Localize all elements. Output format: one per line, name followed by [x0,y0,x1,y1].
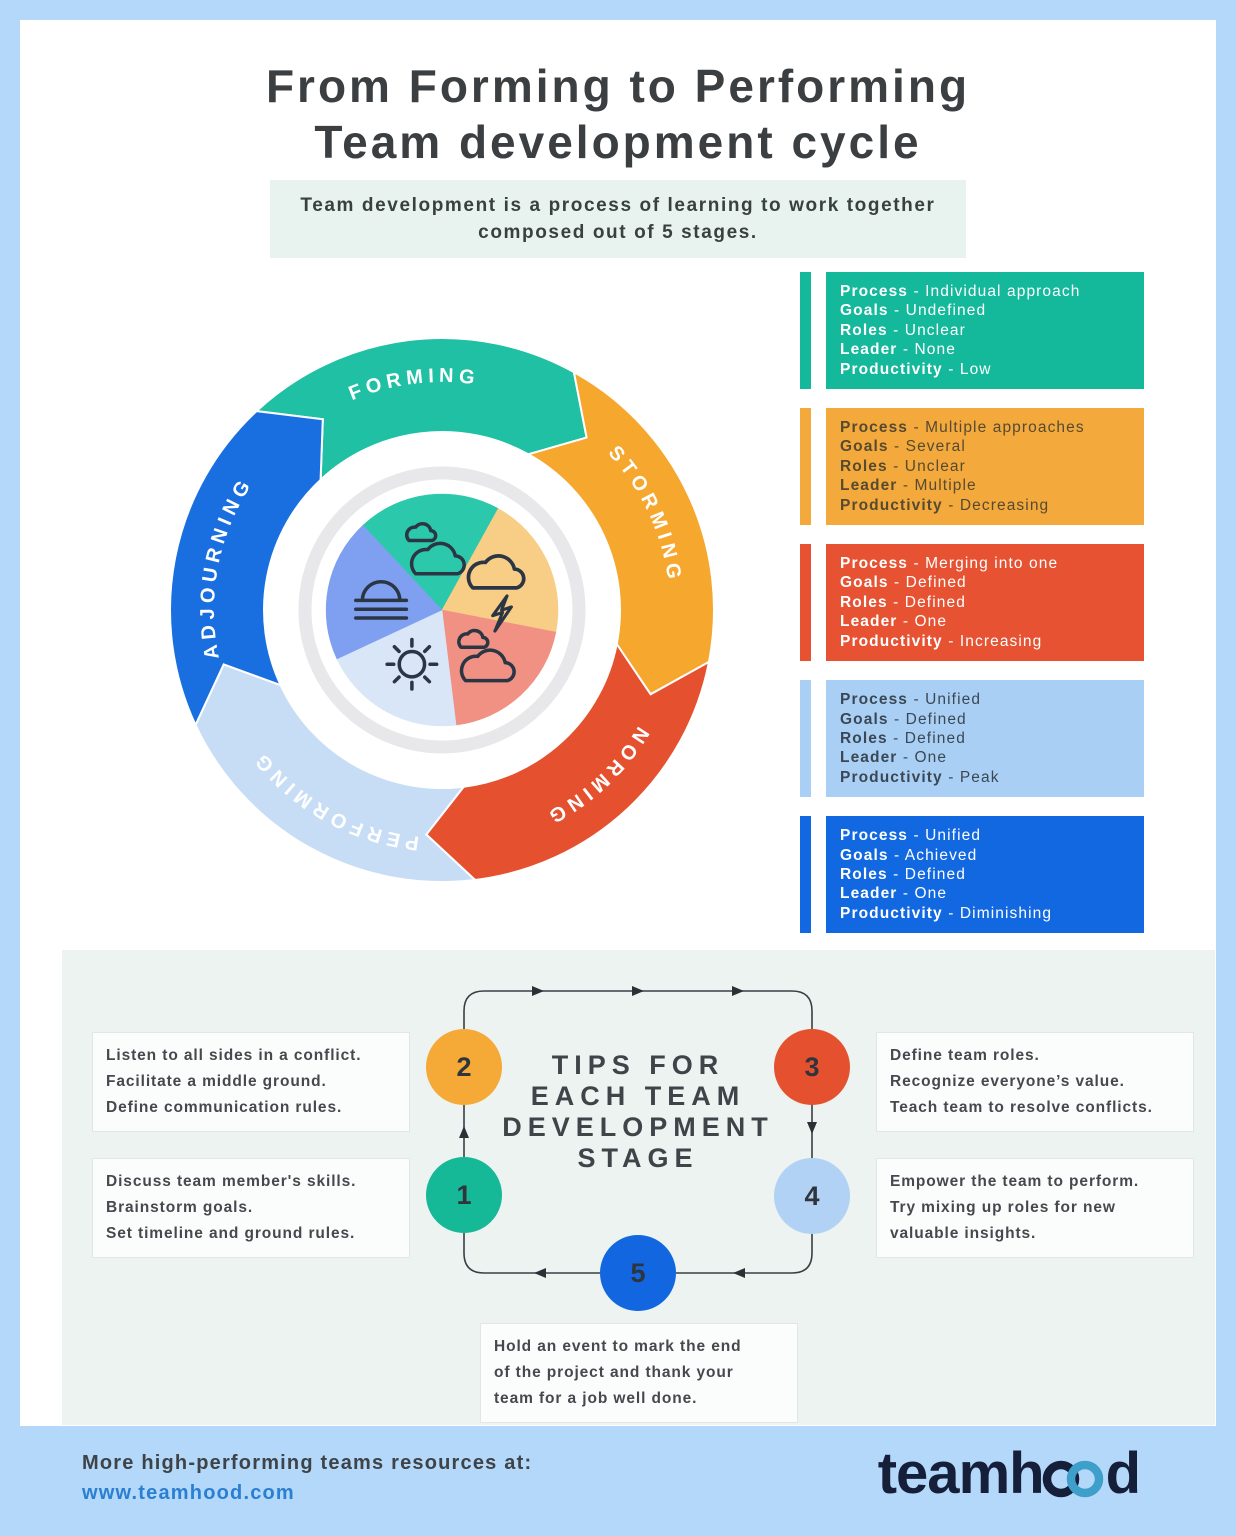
stage-attribute-row: Leader - Multiple [840,477,977,495]
subtitle-band: Team development is a process of learnin… [20,180,1216,258]
tip-number-2: 2 [456,1052,471,1082]
tips-flow-diagram: 1 2 3 4 5 [426,986,850,1311]
tips-panel: 1 2 3 4 5 TIPS FOR EACH TEAM DEVELOPMENT STA… [62,950,1215,1425]
flow-loop-path [463,990,813,1274]
stage-attribute-row: Goals - Undefined [840,302,987,320]
page-background: From Forming to Performing Team developm… [20,20,1216,1426]
title-line-1: From Forming to Performing [265,60,971,112]
ring-segment-adjourning [169,410,324,728]
tip-circle-2 [426,1029,502,1105]
tip-number-1: 1 [456,1180,471,1210]
stage-attribute-row: Productivity - Diminishing [840,904,1053,922]
stage-attribute-row: Productivity - Decreasing [840,496,1050,514]
stage-attribute-row: Leader - One [840,613,948,631]
tip-number-5: 5 [630,1258,645,1288]
stage-attribute-row: Roles - Defined [840,593,966,611]
stage-accent-bar [800,816,811,934]
tip-box-1: Discuss team member's skills. Brainstorm… [92,1158,410,1258]
stage-attribute-row: Roles - Defined [840,729,966,747]
stage-attribute-row: Process - Merging into one [840,555,1059,573]
subtitle-text: Team development is a process of learnin… [270,180,966,258]
rain-clouds-icon [457,628,516,683]
stage-attribute-row: Leader - One [840,749,948,767]
footer-resources-text: More high-performing teams resources at: [82,1452,533,1474]
tip-box-3: Define team roles. Recognize everyone’s … [876,1032,1194,1132]
stage-attribute-row: Roles - Defined [840,865,966,883]
stage-attribute-row: Roles - Unclear [840,321,966,339]
stage-accent-bar [800,680,811,798]
sunrise-icon [354,580,409,620]
stage-accent-bar [800,272,811,390]
flow-arrowheads [459,986,817,1278]
page-title: From Forming to Performing Team developm… [20,58,1216,170]
pie-slice-adjourning [325,524,443,660]
team-development-cycle-diagram: FORMING STORMING NORMING PERFORMING ADJO… [169,337,715,883]
storm-cloud-icon [466,554,526,633]
stage-attribute-row: Productivity - Low [840,360,992,378]
stage-attribute-row: Goals - Several [840,438,966,456]
tip-number-3: 3 [804,1052,819,1082]
clouds-icon [404,522,466,576]
stage-attribute-row: Process - Individual approach [840,283,1081,300]
tip-box-5: Hold an event to mark the end of the pro… [480,1323,798,1423]
title-line-2: Team development cycle [314,116,922,168]
logo-rings-icon [1042,1460,1103,1498]
tip-circle-5 [600,1235,676,1311]
sun-icon [385,637,439,691]
stage-accent-bar [800,408,811,526]
stage-attribute-row: Leader - One [840,885,948,903]
inner-gray-ring [298,466,586,754]
stage-attribute-row: Productivity - Increasing [840,632,1043,650]
stage-attribute-row: Goals - Achieved [840,846,978,864]
tip-circle-1 [426,1157,502,1233]
stage-accent-bar [800,544,811,662]
tip-circle-3 [774,1029,850,1105]
stage-attribute-row: Process - Unified [840,827,982,845]
teamhood-logo: teamh d [877,1438,1141,1508]
stage-attribute-row: Productivity - Peak [840,768,1000,786]
stage-attribute-row: Process - Unified [840,691,982,709]
tip-number-4: 4 [804,1181,819,1211]
stage-attribute-row: Process - Multiple approaches [840,419,1085,437]
tips-heading: TIPS FOR EACH TEAM DEVELOPMENT STAGE [502,1050,774,1173]
tip-box-4: Empower the team to perform. Try mixing … [876,1158,1194,1258]
stage-attribute-row: Goals - Defined [840,574,967,592]
tip-box-2: Listen to all sides in a conflict. Facil… [92,1032,410,1132]
teamhood-url-link[interactable]: www.teamhood.com [82,1482,295,1504]
stage-attribute-row: Leader - None [840,341,956,359]
footer-resources: More high-performing teams resources at:… [82,1448,532,1508]
stage-attribute-row: Goals - Defined [840,710,967,728]
logo-text-prefix: teamh [877,1440,1045,1506]
tip-circle-4 [774,1158,850,1234]
stage-attribute-row: Roles - Unclear [840,457,966,475]
tip-step-circles: 1 2 3 4 5 [426,1029,850,1311]
logo-text-suffix: d [1105,1440,1141,1506]
pie-slice-performing [336,609,457,727]
